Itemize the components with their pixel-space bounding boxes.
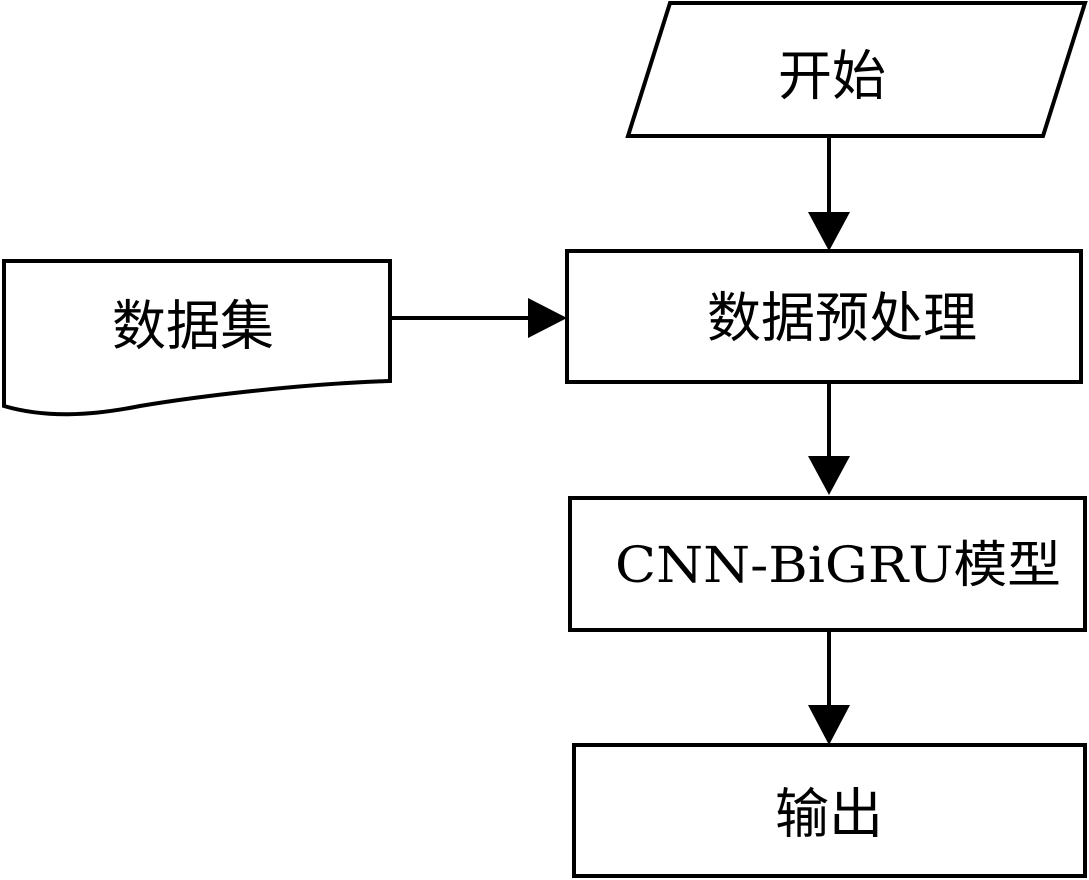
arrowhead-down-icon xyxy=(808,212,850,251)
model-rect-shape xyxy=(568,496,1087,632)
preprocess-label: 数据预处理 xyxy=(707,287,977,350)
dataset-label: 数据集 xyxy=(112,295,274,358)
node-preprocess: 数据预处理 xyxy=(565,249,1083,384)
edge-dataset-to-preprocess xyxy=(390,298,567,338)
arrowhead-down-icon xyxy=(808,456,850,495)
model-label: CNN-BiGRU模型 xyxy=(615,536,1061,594)
node-start: 开始 xyxy=(625,1,1088,138)
node-output: 输出 xyxy=(572,743,1087,878)
start-label: 开始 xyxy=(778,45,886,108)
edge-preprocess-to-model xyxy=(808,383,850,495)
edge-start-to-preprocess xyxy=(808,137,850,251)
node-model: CNN-BiGRU模型 xyxy=(568,496,1087,632)
edge-model-to-output xyxy=(808,630,850,745)
start-parallelogram-shape xyxy=(625,1,1088,138)
output-rect-shape xyxy=(572,743,1087,878)
arrowhead-down-icon xyxy=(808,705,850,745)
preprocess-rect-shape xyxy=(565,249,1083,384)
node-dataset: 数据集 xyxy=(2,259,392,417)
output-label: 输出 xyxy=(775,783,883,846)
dataset-document-shape xyxy=(2,259,392,417)
arrowhead-right-icon xyxy=(528,298,567,338)
